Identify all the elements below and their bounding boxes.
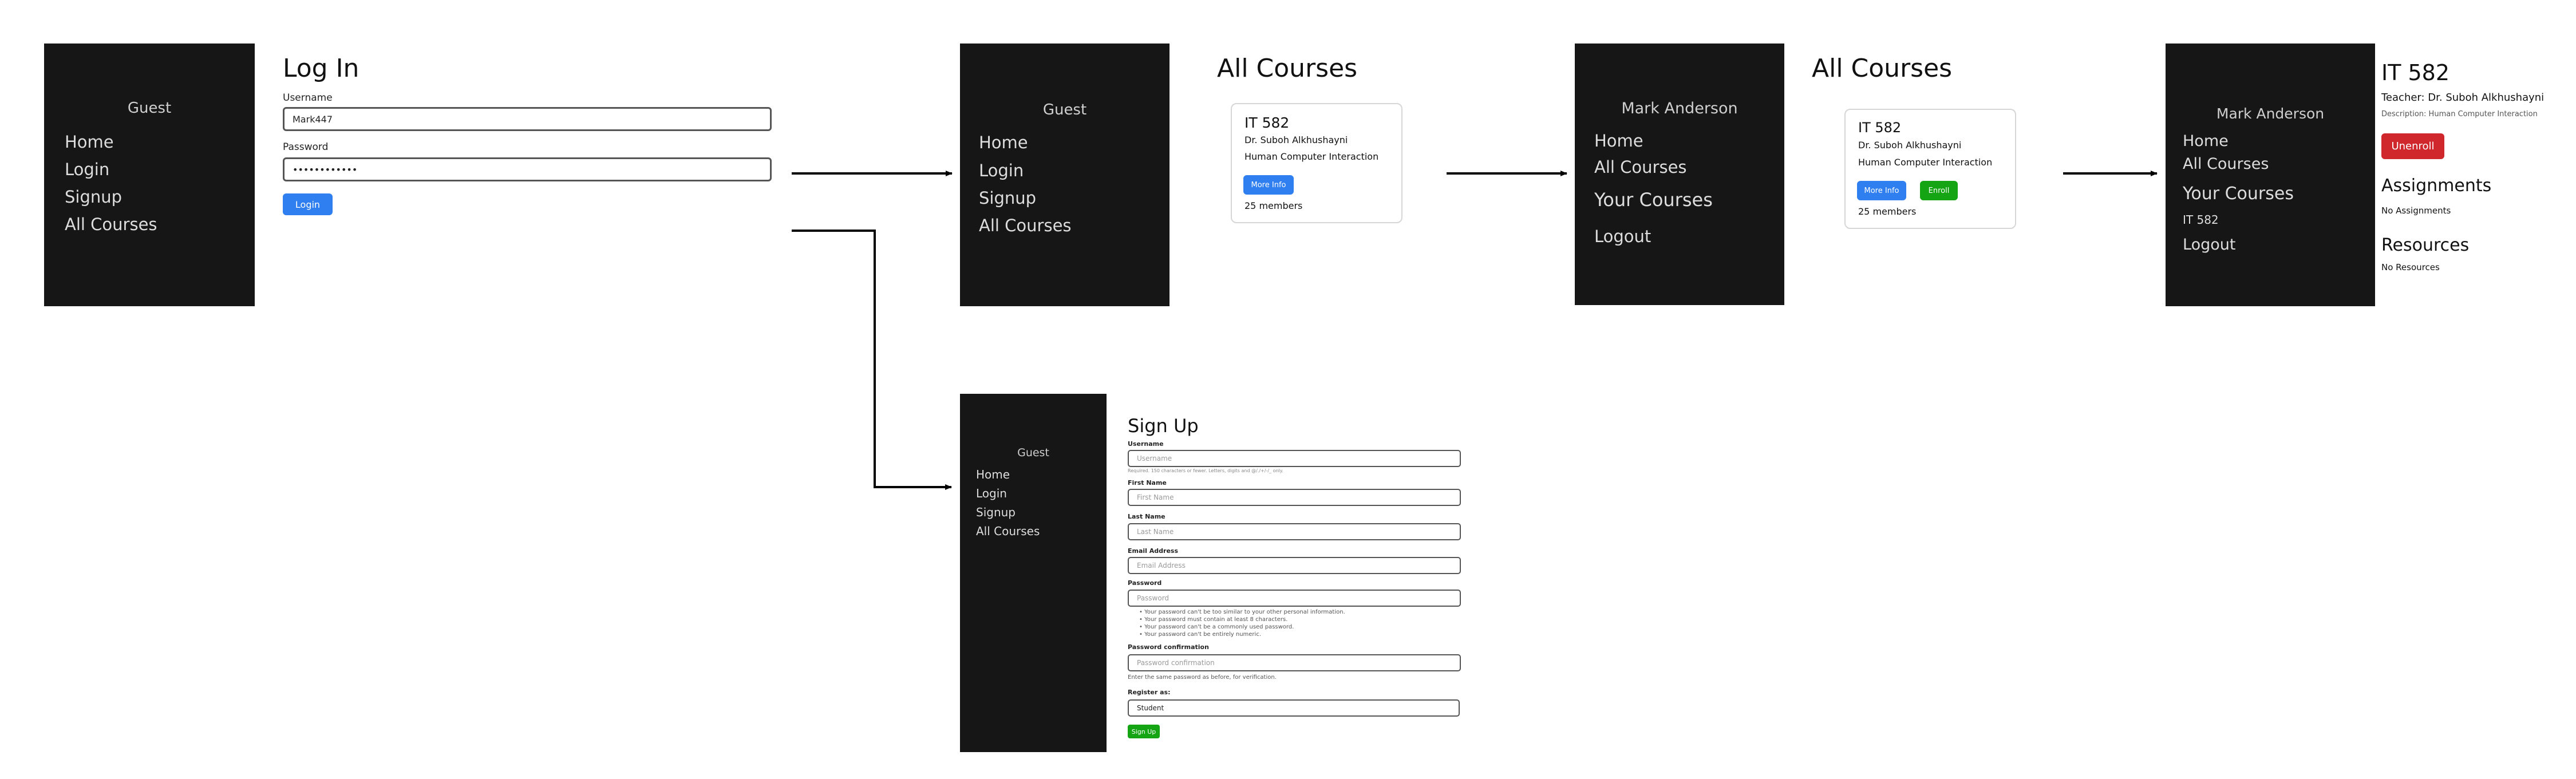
sidebar-user: Mark Anderson bbox=[2216, 105, 2325, 122]
password-confirmation-help: Enter the same password as before, for v… bbox=[1128, 674, 1277, 681]
username-help-text: Required. 150 characters or fewer. Lette… bbox=[1128, 468, 1283, 473]
sidebar-item-signup[interactable]: Signup bbox=[979, 188, 1037, 208]
signup-button[interactable]: Sign Up bbox=[1128, 725, 1160, 738]
password-confirmation-label: Password confirmation bbox=[1128, 643, 1209, 651]
assignments-heading: Assignments bbox=[2381, 176, 2492, 196]
course-card: IT 582 Dr. Suboh Alkhushayni Human Compu… bbox=[1231, 103, 1402, 223]
sidebar: Guest Home Login Signup All Courses bbox=[44, 44, 255, 306]
sidebar-item-all-courses[interactable]: All Courses bbox=[976, 524, 1040, 538]
password-input[interactable]: Password bbox=[1128, 590, 1461, 607]
password-label: Password bbox=[1128, 579, 1162, 587]
resources-heading: Resources bbox=[2381, 235, 2470, 255]
sidebar-user: Guest bbox=[127, 100, 172, 117]
password-rule: • Your password can't be entirely numeri… bbox=[1139, 631, 1261, 638]
sidebar-item-logout[interactable]: Logout bbox=[1594, 227, 1652, 246]
page-title: Sign Up bbox=[1128, 415, 1199, 437]
course-teacher: Dr. Suboh Alkhushayni bbox=[1858, 140, 1962, 151]
email-label: Email Address bbox=[1128, 547, 1179, 555]
sidebar-item-home[interactable]: Home bbox=[65, 132, 114, 152]
course-title: IT 582 bbox=[2381, 60, 2450, 85]
sidebar-item-logout[interactable]: Logout bbox=[2183, 236, 2236, 254]
register-as-select[interactable]: Student bbox=[1128, 699, 1460, 717]
sidebar-item-login[interactable]: Login bbox=[65, 160, 110, 179]
last-name-input[interactable]: Last Name bbox=[1128, 523, 1461, 540]
course-code: IT 582 bbox=[1858, 120, 1902, 136]
login-button[interactable]: Login bbox=[283, 193, 333, 215]
first-name-label: First Name bbox=[1128, 479, 1167, 487]
username-label: Username bbox=[283, 92, 333, 104]
course-members: 25 members bbox=[1858, 206, 1917, 217]
course-card: IT 582 Dr. Suboh Alkhushayni Human Compu… bbox=[1844, 109, 2016, 229]
sidebar-item-all-courses[interactable]: All Courses bbox=[65, 215, 157, 234]
sidebar: Mark Anderson Home All Courses Your Cour… bbox=[1575, 44, 1784, 305]
first-name-input[interactable]: First Name bbox=[1128, 489, 1461, 506]
last-name-label: Last Name bbox=[1128, 513, 1165, 520]
username-input[interactable]: Username bbox=[1128, 450, 1461, 467]
sidebar-item-home[interactable]: Home bbox=[979, 133, 1028, 152]
sidebar-item-all-courses[interactable]: All Courses bbox=[2183, 155, 2269, 173]
sidebar: Mark Anderson Home All Courses Your Cour… bbox=[2166, 44, 2375, 306]
sidebar-item-home[interactable]: Home bbox=[2183, 132, 2229, 150]
more-info-button[interactable]: More Info bbox=[1857, 181, 1906, 200]
arrow-login-to-signup bbox=[792, 230, 952, 490]
password-rule: • Your password must contain at least 8 … bbox=[1139, 616, 1288, 623]
sidebar-item-home[interactable]: Home bbox=[1594, 131, 1643, 151]
sidebar-item-home[interactable]: Home bbox=[976, 468, 1010, 481]
page-title: All Courses bbox=[1217, 54, 1358, 83]
sidebar: Guest Home Login Signup All Courses bbox=[960, 44, 1170, 306]
sidebar-item-login[interactable]: Login bbox=[976, 487, 1007, 500]
sidebar-item-it-582[interactable]: IT 582 bbox=[2183, 213, 2219, 227]
password-input[interactable]: •••••••••••• bbox=[283, 157, 772, 181]
enroll-button[interactable]: Enroll bbox=[1920, 181, 1958, 200]
unenroll-button[interactable]: Unenroll bbox=[2381, 133, 2444, 159]
sidebar: Guest Home Login Signup All Courses bbox=[960, 394, 1107, 752]
sidebar-item-your-courses[interactable]: Your Courses bbox=[1594, 189, 1713, 211]
assignments-empty-text: No Assignments bbox=[2381, 205, 2451, 216]
course-code: IT 582 bbox=[1244, 114, 1290, 131]
course-members: 25 members bbox=[1244, 200, 1303, 211]
sidebar-item-login[interactable]: Login bbox=[979, 161, 1024, 180]
course-name: Human Computer Interaction bbox=[1244, 151, 1379, 162]
course-teacher: Teacher: Dr. Suboh Alkhushayni bbox=[2381, 92, 2545, 104]
course-name: Human Computer Interaction bbox=[1858, 157, 1993, 168]
resources-empty-text: No Resources bbox=[2381, 262, 2440, 272]
password-rule: • Your password can't be a commonly used… bbox=[1139, 624, 1294, 630]
page-title: All Courses bbox=[1812, 54, 1953, 83]
sidebar-item-all-courses[interactable]: All Courses bbox=[979, 216, 1072, 235]
password-label: Password bbox=[283, 141, 329, 153]
sidebar-user: Guest bbox=[1042, 101, 1087, 118]
sidebar-item-signup[interactable]: Signup bbox=[976, 505, 1016, 519]
sidebar-user: Mark Anderson bbox=[1621, 100, 1738, 117]
course-description: Description: Human Computer Interaction bbox=[2381, 110, 2538, 118]
username-input[interactable]: Mark447 bbox=[283, 107, 772, 131]
sidebar-item-all-courses[interactable]: All Courses bbox=[1594, 157, 1687, 177]
sidebar-item-signup[interactable]: Signup bbox=[65, 187, 123, 207]
sidebar-user: Guest bbox=[1017, 446, 1049, 459]
sidebar-item-your-courses[interactable]: Your Courses bbox=[2183, 184, 2294, 204]
password-confirmation-input[interactable]: Password confirmation bbox=[1128, 654, 1461, 671]
page-title: Log In bbox=[283, 54, 359, 83]
course-teacher: Dr. Suboh Alkhushayni bbox=[1244, 135, 1348, 145]
password-rule: • Your password can't be too similar to … bbox=[1139, 609, 1345, 615]
email-input[interactable]: Email Address bbox=[1128, 557, 1461, 574]
username-label: Username bbox=[1128, 440, 1164, 448]
register-as-label: Register as: bbox=[1128, 689, 1171, 696]
more-info-button[interactable]: More Info bbox=[1243, 175, 1294, 195]
